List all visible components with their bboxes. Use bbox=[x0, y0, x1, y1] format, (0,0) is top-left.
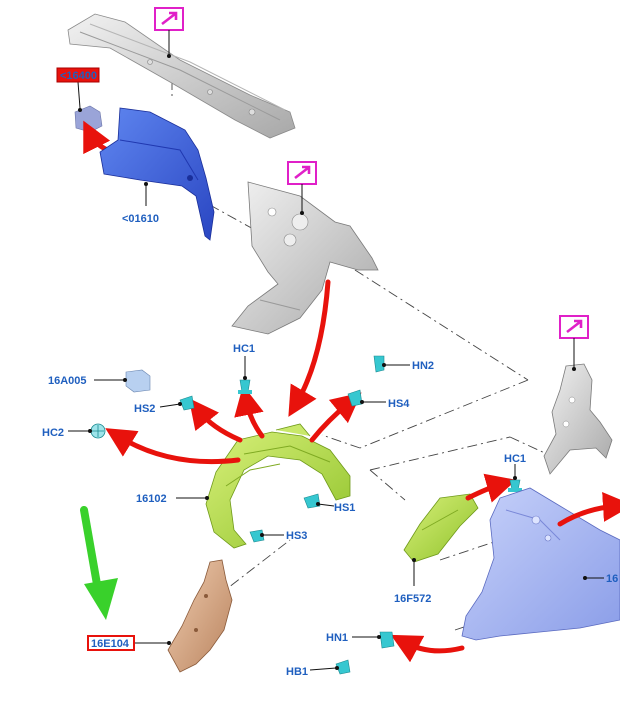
part-label-hn2[interactable]: HN2 bbox=[412, 360, 434, 372]
part-label-16-right[interactable]: 16 bbox=[606, 573, 618, 585]
copper-bracket-part bbox=[167, 559, 233, 673]
blue-dash-panel-part bbox=[99, 107, 215, 241]
part-label-hc1-upper[interactable]: HC1 bbox=[233, 343, 255, 355]
part-label-01610[interactable]: <01610 bbox=[122, 213, 159, 225]
wheel-arch-liner-part bbox=[205, 423, 351, 549]
highlight-box bbox=[56, 67, 100, 83]
external-link-arrow-icon[interactable] bbox=[154, 7, 184, 31]
top-cross-member-part bbox=[67, 13, 296, 139]
clip-hs3-part bbox=[249, 529, 265, 543]
clip-hs2-part bbox=[179, 395, 195, 411]
part-label-hs1[interactable]: HS1 bbox=[334, 502, 355, 514]
part-label-hc2[interactable]: HC2 bbox=[42, 427, 64, 439]
highlight-box bbox=[87, 635, 135, 651]
grey-dash-panel-part bbox=[231, 181, 379, 335]
green-bracket-16f572-part bbox=[403, 493, 479, 563]
part-label-16102[interactable]: 16102 bbox=[136, 493, 167, 505]
clip-hn1-part bbox=[379, 631, 395, 649]
part-label-16e104[interactable]: 16E104 bbox=[91, 638, 130, 650]
part-label-16f572[interactable]: 16F572 bbox=[394, 593, 431, 605]
part-label-hb1[interactable]: HB1 bbox=[286, 666, 308, 678]
clip-hs1-part bbox=[303, 493, 321, 509]
external-link-arrow-icon[interactable] bbox=[559, 315, 589, 339]
part-label-hs4[interactable]: HS4 bbox=[388, 398, 410, 410]
clip-hn2-part bbox=[373, 355, 385, 373]
part-label-hs3[interactable]: HS3 bbox=[286, 530, 307, 542]
clip-hc1-lower-part bbox=[508, 479, 522, 492]
part-label-hc1-lower[interactable]: HC1 bbox=[504, 453, 526, 465]
right-pillar-part bbox=[543, 363, 613, 475]
part-label-hn1[interactable]: HN1 bbox=[326, 632, 348, 644]
part-label-16a005[interactable]: 16A005 bbox=[48, 375, 87, 387]
part-label-hs2[interactable]: HS2 bbox=[134, 403, 155, 415]
clip-hb1-part bbox=[335, 659, 351, 675]
clip-hc2-part bbox=[90, 423, 106, 439]
front-fender-part bbox=[461, 487, 620, 641]
external-link-arrow-icon[interactable] bbox=[287, 161, 317, 185]
part-label-top-boxed[interactable]: <16400 bbox=[60, 70, 97, 82]
green-down-arrow bbox=[80, 506, 118, 620]
clip-hc1-part bbox=[238, 379, 252, 394]
bracket-16a005-part bbox=[125, 369, 151, 393]
